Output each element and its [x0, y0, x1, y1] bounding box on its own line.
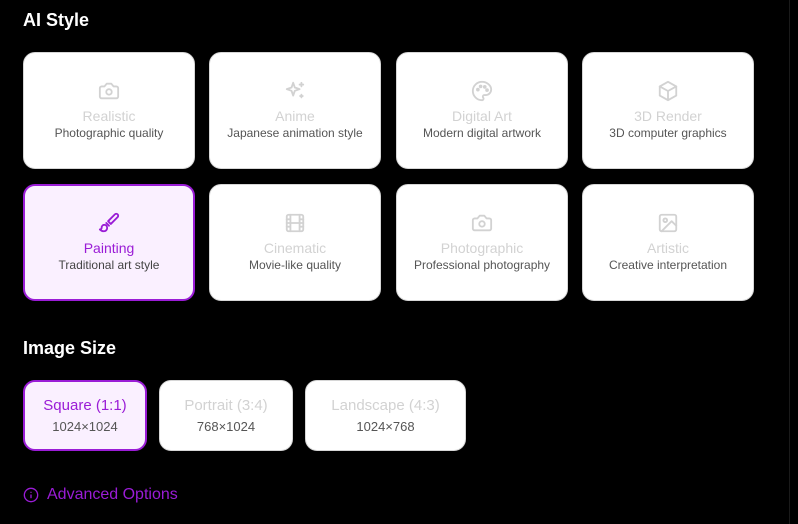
style-option-desc: Japanese animation style [227, 126, 363, 140]
film-icon [284, 212, 306, 234]
palette-icon [471, 80, 493, 102]
style-option-cinematic[interactable]: Cinematic Movie-like quality [209, 184, 381, 301]
style-option-desc: Traditional art style [58, 258, 160, 272]
size-option-dims: 768×1024 [196, 418, 256, 434]
style-option-desc: Movie-like quality [248, 258, 342, 272]
style-option-artistic[interactable]: Artistic Creative interpretation [582, 184, 754, 301]
style-option-anime[interactable]: Anime Japanese animation style [209, 52, 381, 169]
style-option-name: Painting [83, 240, 135, 256]
style-option-photographic[interactable]: Photographic Professional photography [396, 184, 568, 301]
style-option-desc: 3D computer graphics [609, 126, 727, 140]
size-option-dims: 1024×768 [356, 418, 415, 434]
style-option-digital-art[interactable]: Digital Art Modern digital artwork [396, 52, 568, 169]
camera-icon [471, 212, 493, 234]
style-option-desc: Professional photography [413, 258, 551, 272]
advanced-options-label: Advanced Options [47, 486, 178, 503]
style-option-name: 3D Render [634, 108, 702, 124]
size-option-landscape[interactable]: Landscape (4:3) 1024×768 [305, 380, 466, 451]
paintbrush-icon [98, 212, 120, 234]
scrollbar[interactable] [789, 0, 798, 524]
style-option-name: Anime [275, 108, 315, 124]
cube-icon [657, 80, 679, 102]
style-option-realistic[interactable]: Realistic Photographic quality [23, 52, 195, 169]
style-option-desc: Creative interpretation [608, 258, 728, 272]
advanced-options-toggle[interactable]: Advanced Options [23, 486, 178, 504]
size-option-name: Landscape (4:3) [331, 396, 440, 414]
style-option-name: Artistic [647, 240, 689, 256]
style-option-painting[interactable]: Painting Traditional art style [23, 184, 195, 301]
ai-style-heading: AI Style [23, 10, 90, 30]
sparkles-icon [284, 80, 306, 102]
style-option-name: Realistic [82, 108, 136, 124]
style-option-desc: Modern digital artwork [422, 126, 542, 140]
size-option-dims: 1024×1024 [52, 418, 118, 434]
style-option-name: Digital Art [452, 108, 512, 124]
info-icon [23, 487, 39, 503]
style-option-3d-render[interactable]: 3D Render 3D computer graphics [582, 52, 754, 169]
image-size-heading: Image Size [23, 338, 117, 358]
image-icon [657, 212, 679, 234]
style-option-desc: Photographic quality [54, 126, 164, 140]
size-option-name: Portrait (3:4) [184, 396, 268, 414]
style-option-name: Cinematic [263, 240, 327, 256]
camera-icon [98, 80, 120, 102]
size-option-name: Square (1:1) [43, 396, 127, 414]
style-option-name: Photographic [440, 240, 524, 256]
size-option-portrait[interactable]: Portrait (3:4) 768×1024 [159, 380, 293, 451]
size-option-square[interactable]: Square (1:1) 1024×1024 [23, 380, 147, 451]
